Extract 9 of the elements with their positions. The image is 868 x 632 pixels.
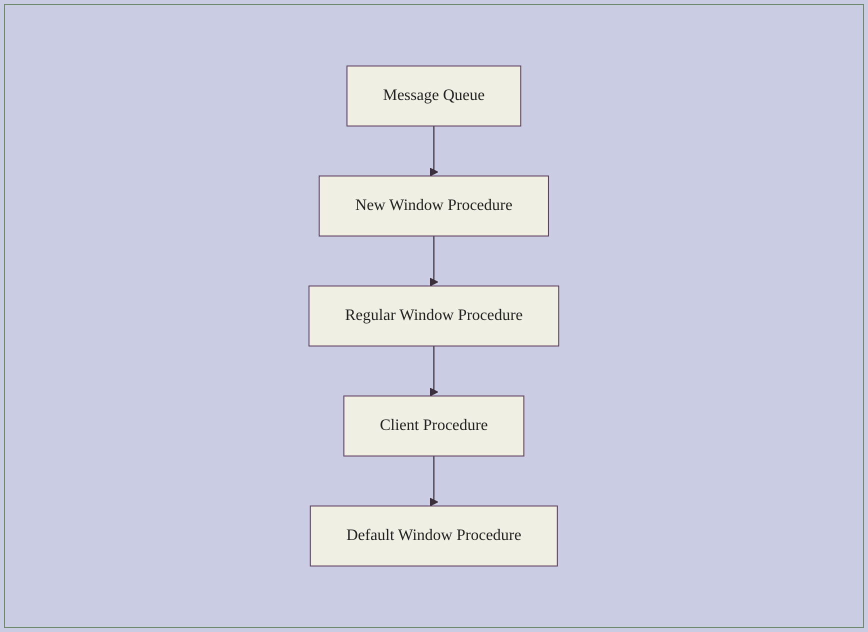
node-box: New Window Procedure — [318, 176, 550, 236]
arrow — [430, 455, 438, 506]
node-box: Client Procedure — [344, 396, 524, 456]
arrow — [430, 235, 438, 286]
node-box: Default Window Procedure — [310, 506, 558, 566]
node-box: Regular Window Procedure — [308, 286, 560, 346]
arrow — [430, 345, 438, 396]
node-box: Message Queue — [346, 66, 522, 126]
arrow — [430, 125, 438, 176]
